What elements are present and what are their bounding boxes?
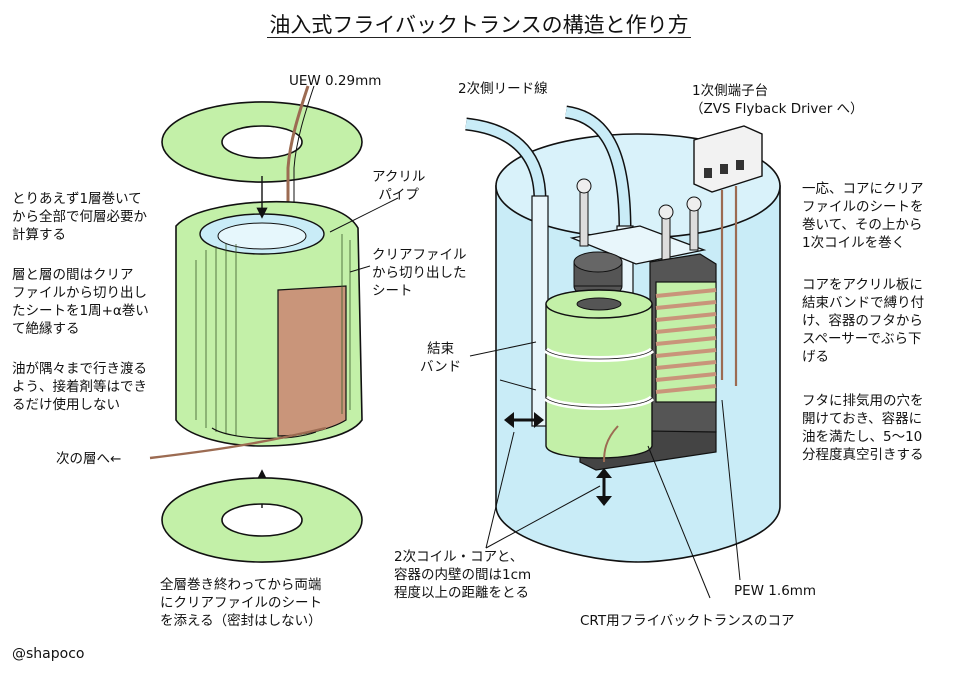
note-line: よう、接着剤等はでき — [12, 379, 147, 395]
label-crt-core: CRT用フライバックトランスのコア — [580, 613, 795, 629]
label-pew-wire: PEW 1.6mm — [734, 583, 817, 599]
note-line: 一応、コアにクリア — [802, 181, 924, 197]
note-line: 層と層の間はクリア — [12, 267, 134, 283]
note-line: 結束バンドで縛り付 — [802, 295, 925, 311]
clearance-arrows — [504, 412, 612, 506]
note-primary-winding: 一応、コアにクリア ファイルのシートを 巻いて、その上から 1次コイルを巻く — [802, 180, 924, 252]
note-vacuum: フタに排気用の穴を 開けておき、容器に 油を満たし、5〜10 分程度真空引きする — [802, 392, 924, 464]
note-line: 開けておき、容器に — [802, 411, 923, 427]
primary-terminal-block — [693, 125, 763, 193]
note-line: を添える（密封はしない） — [160, 613, 322, 629]
label-primary-terminal-line: （ZVS Flyback Driver へ） — [690, 101, 864, 117]
note-line: 2次コイル・コアと、 — [394, 549, 524, 565]
label-cable-tie-line: バンド — [420, 359, 462, 375]
note-line: 油が隅々まで行き渡る — [12, 361, 147, 377]
label-acrylic-pipe: アクリル パイプ — [372, 168, 425, 204]
label-uew-wire: UEW 0.29mm — [289, 73, 382, 89]
label-acrylic-pipe-line: アクリル — [372, 169, 426, 185]
uew-wire — [286, 85, 310, 232]
note-no-adhesive: 油が隅々まで行き渡る よう、接着剤等はでき るだけ使用しない — [12, 360, 147, 414]
page-title-text: 油入式フライバックトランスの構造と作り方 — [267, 13, 691, 38]
note-line: スペーサーでぶら下 — [802, 331, 922, 347]
note-line: 分程度真空引きする — [802, 447, 924, 463]
note-line: ファイルから切り出し — [12, 285, 147, 301]
label-secondary-lead: 2次側リード線 — [458, 81, 548, 97]
note-end-sheets: 全層巻き終わってから両端 にクリアファイルのシート を添える（密封はしない） — [160, 576, 322, 630]
page-title: 油入式フライバックトランスの構造と作り方 — [0, 9, 958, 39]
label-clear-sheet: クリアファイル から切り出した シート — [372, 246, 467, 300]
note-line: たシートを1周+α巻い — [12, 303, 149, 319]
note-line: 容器の内壁の間は1cm — [394, 567, 532, 583]
secondary-coil — [544, 289, 655, 459]
label-cable-tie-line: 結束 — [427, 341, 455, 357]
clear-sheet-wrap — [175, 200, 363, 447]
note-line: から全部で何層必要か — [12, 209, 147, 225]
note-clearance: 2次コイル・コアと、 容器の内壁の間は1cm 程度以上の距離をとる — [394, 548, 531, 602]
top-insulating-ring — [161, 101, 363, 183]
note-line: 程度以上の距離をとる — [394, 585, 529, 601]
note-line: コアをアクリル板に — [802, 277, 923, 293]
note-line: げる — [802, 349, 829, 365]
note-line: にクリアファイルのシート — [160, 595, 322, 611]
bottom-insulating-ring — [161, 477, 363, 563]
note-layer-insulation: 層と層の間はクリア ファイルから切り出し たシートを1周+α巻い て絶縁する — [12, 266, 149, 338]
note-mounting: コアをアクリル板に 結束バンドで縛り付 け、容器のフタから スペーサーでぶら下 … — [802, 276, 924, 366]
label-next-layer: 次の層へ← — [56, 451, 122, 467]
note-line: 巻いて、その上から — [802, 217, 923, 233]
note-line: 1次コイルを巻く — [802, 235, 906, 251]
label-clear-sheet-line: クリアファイル — [372, 247, 467, 263]
label-clear-sheet-line: から切り出した — [372, 265, 467, 281]
note-line: とりあえず1層巻いて — [12, 191, 142, 207]
label-cable-tie: 結束 バンド — [420, 340, 461, 376]
note-line: 全層巻き終わってから両端 — [160, 577, 322, 593]
note-line: ファイルのシートを — [802, 199, 924, 215]
note-line: け、容器のフタから — [802, 313, 923, 329]
note-line: 計算する — [12, 227, 66, 243]
primary-coil — [655, 281, 717, 403]
note-line: るだけ使用しない — [12, 397, 120, 413]
spacer-bolts — [576, 178, 702, 265]
author-credit: @shapoco — [12, 646, 85, 662]
label-acrylic-pipe-line: パイプ — [378, 187, 419, 203]
label-primary-terminal-line: 1次側端子台 — [692, 83, 769, 99]
note-line: 油を満たし、5〜10 — [802, 429, 923, 445]
label-clear-sheet-line: シート — [372, 283, 413, 299]
note-line: て絶縁する — [12, 321, 80, 337]
label-primary-terminal: 1次側端子台 （ZVS Flyback Driver へ） — [690, 82, 864, 118]
note-line: フタに排気用の穴を — [802, 393, 924, 409]
note-first-layer: とりあえず1層巻いて から全部で何層必要か 計算する — [12, 190, 147, 244]
